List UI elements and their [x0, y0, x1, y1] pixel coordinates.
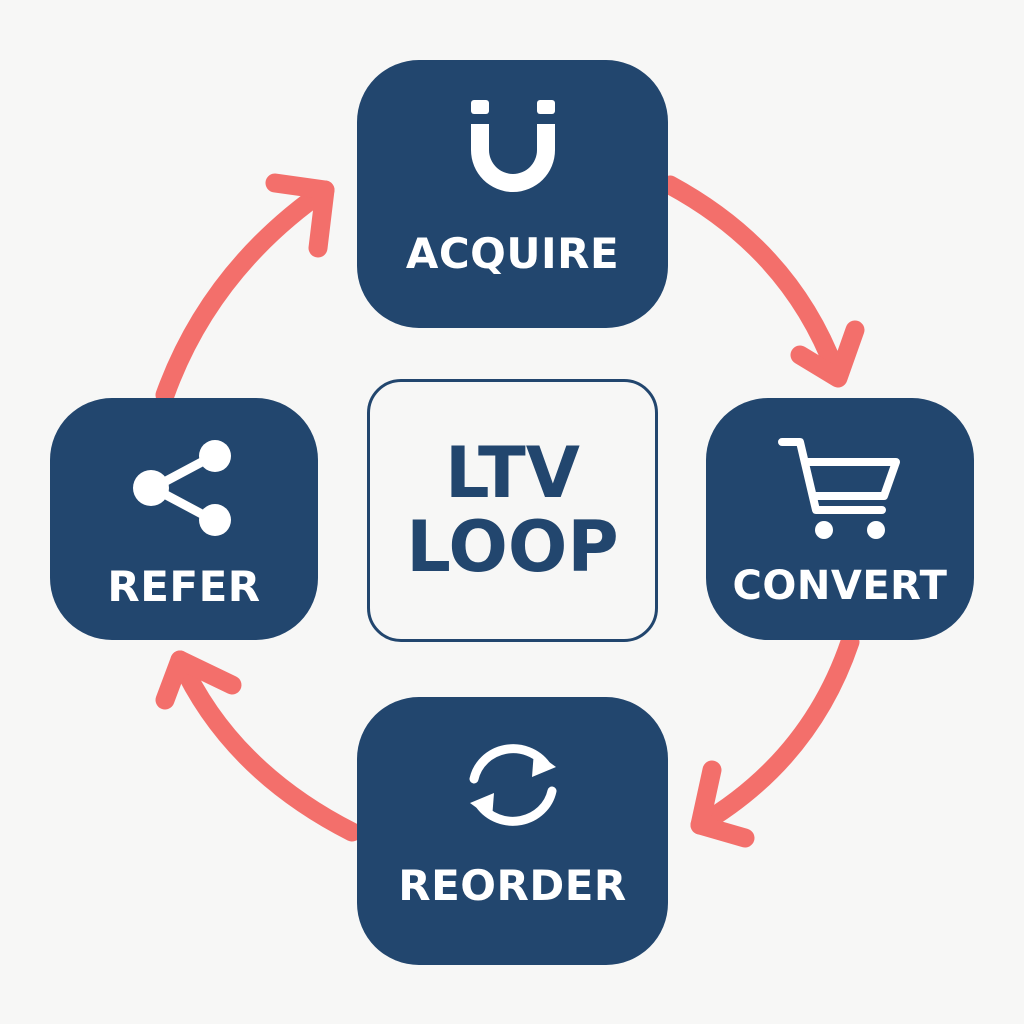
refresh-icon [357, 735, 668, 835]
node-label: CONVERT [732, 563, 948, 609]
center-title-box: LTV LOOP [367, 379, 658, 642]
shopping-cart-icon [706, 436, 974, 542]
node-label: ACQUIRE [405, 229, 620, 278]
center-title-line1: LTV [445, 432, 580, 514]
center-title-line2: LOOP [406, 505, 619, 588]
node-reorder: REORDER [357, 697, 668, 965]
arrow-refer-to-acquire [155, 173, 335, 405]
share-icon [50, 438, 318, 538]
arrow-acquire-to-convert [660, 175, 865, 388]
arrow-reorder-to-refer [155, 650, 362, 842]
node-acquire: ACQUIRE [357, 60, 668, 328]
arrow-convert-to-reorder [690, 632, 860, 848]
magnet-icon [357, 100, 668, 200]
node-label: REFER [107, 562, 261, 611]
node-refer: REFER [50, 398, 318, 640]
node-label: REORDER [398, 861, 627, 910]
node-convert: CONVERT [706, 398, 974, 640]
